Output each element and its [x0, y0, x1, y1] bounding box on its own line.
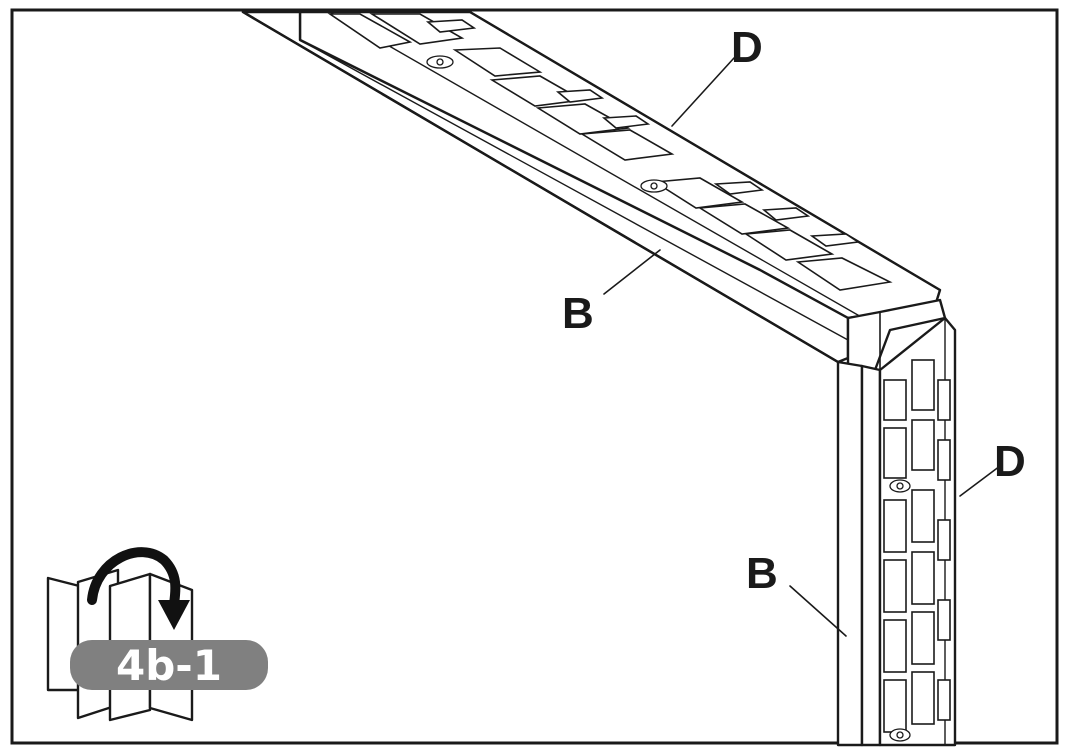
- step-badge-background: [70, 640, 268, 690]
- callout-leaders: [603, 57, 1001, 637]
- callout-top-panel-label: B: [562, 289, 594, 338]
- curved-arrow-icon: [87, 547, 190, 630]
- top-rail-slots: [327, 13, 893, 291]
- top-rail-fasteners: [426, 55, 668, 193]
- step-badge-group: 4b-1: [46, 547, 268, 722]
- frame-border: [10, 8, 1059, 745]
- side-rail: [836, 316, 957, 747]
- step-badge-label: 4b-1: [116, 641, 222, 690]
- callout-top-rail-label: D: [731, 23, 763, 72]
- callout-side-rail-label: D: [994, 437, 1026, 486]
- side-rail-slots: [883, 359, 951, 733]
- side-rail-fasteners: [889, 479, 911, 742]
- callout-side-panel-label: B: [746, 549, 778, 598]
